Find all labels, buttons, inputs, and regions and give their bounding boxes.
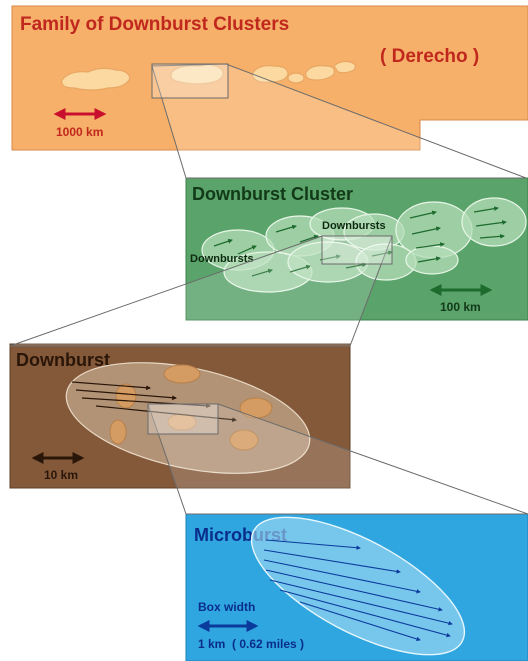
downbursts-label-upper: Downbursts <box>322 220 386 232</box>
microburst-scale-label: 1 km ( 0.62 miles ) <box>198 637 304 651</box>
box-width-caption: Box width <box>198 600 255 614</box>
cluster-scale-label: 100 km <box>440 300 481 314</box>
downburst-scale-label: 10 km <box>44 468 78 482</box>
derecho-label: ( Derecho ) <box>380 46 479 67</box>
downburst-panel-title: Downburst <box>16 350 110 370</box>
family-scale-label: 1000 km <box>56 125 103 139</box>
cloud-blob <box>288 73 304 83</box>
zoom-box-family <box>152 64 228 98</box>
downburst-cell <box>110 420 126 444</box>
downburst-cell <box>116 384 136 408</box>
cluster-panel-title: Downburst Cluster <box>192 184 353 204</box>
microburst-panel: Microburst Box width 1 km ( 0.62 miles ) <box>186 490 528 661</box>
cluster-cell <box>462 198 526 246</box>
cloud-blob <box>334 62 355 73</box>
family-panel-title: Family of Downburst Clusters <box>20 14 289 35</box>
zoom-box-downburst <box>148 404 218 434</box>
zoom-box-cluster <box>322 236 392 264</box>
downburst-cell <box>164 365 200 383</box>
